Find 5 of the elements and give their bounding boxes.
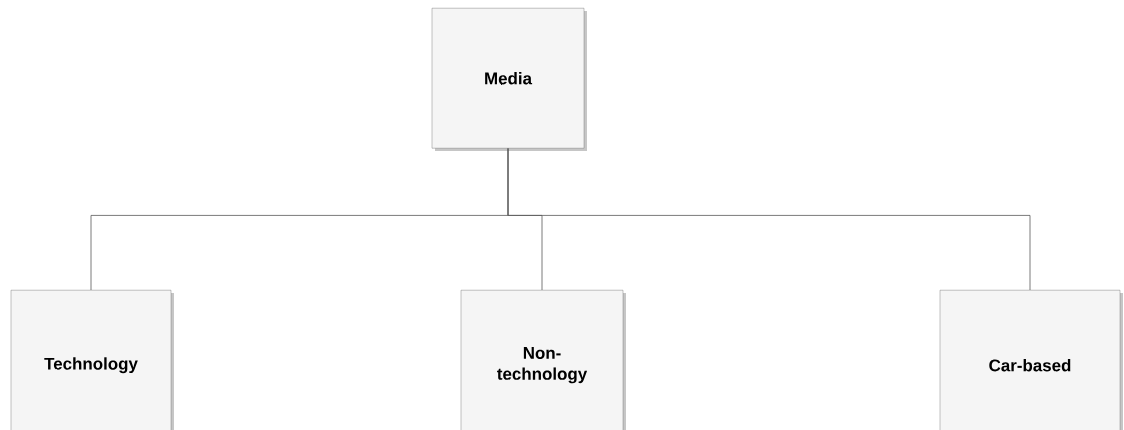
box: Car-based [939, 290, 1123, 430]
box: Media [431, 8, 587, 151]
box: Non-technology [460, 290, 626, 430]
connector-line [507, 148, 1031, 291]
box: Technology [10, 290, 174, 430]
